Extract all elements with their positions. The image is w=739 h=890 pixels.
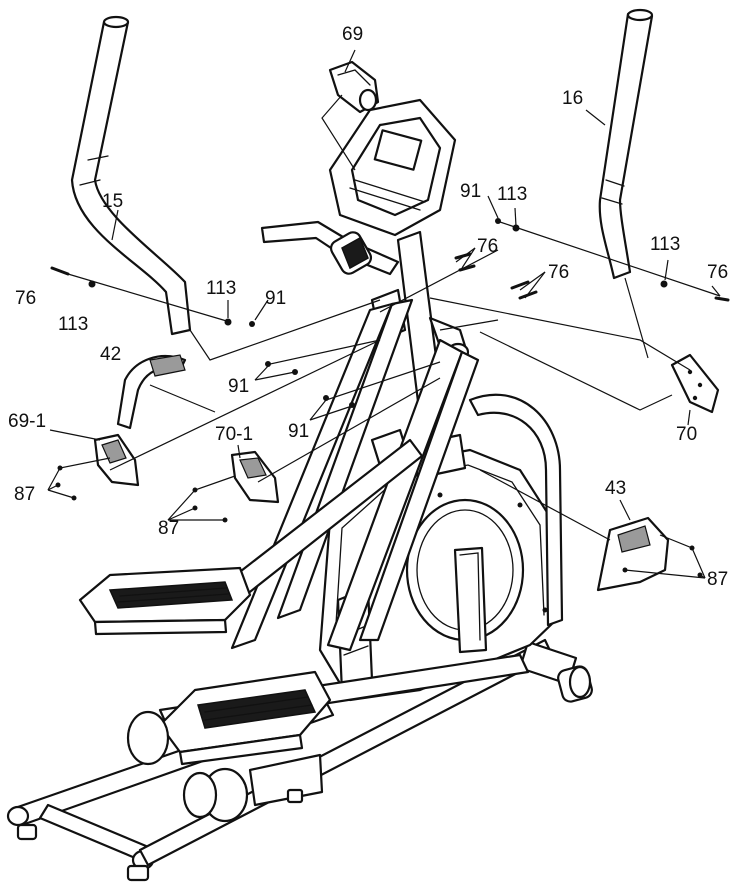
front-rollers bbox=[126, 710, 324, 823]
callout-91-left-mid: 91 bbox=[228, 376, 249, 397]
callout-91-left-top: 91 bbox=[265, 288, 286, 309]
callout-70-1: 70-1 bbox=[215, 424, 253, 445]
callout-76-center-lower: 76 bbox=[548, 262, 569, 283]
callout-69: 69 bbox=[342, 24, 363, 45]
callout-87-left: 87 bbox=[14, 484, 35, 505]
leader-lines bbox=[47, 49, 721, 579]
pedal-left bbox=[78, 566, 252, 636]
part-70-1-cover bbox=[230, 450, 280, 504]
part-16-handlebar bbox=[598, 8, 654, 280]
callout-113-right-mid: 113 bbox=[650, 234, 680, 255]
part-69-bracket bbox=[328, 60, 380, 114]
callout-70: 70 bbox=[676, 424, 697, 445]
callout-15: 15 bbox=[102, 191, 123, 212]
callout-113-right-top: 113 bbox=[497, 184, 527, 205]
callout-labels: 69 16 15 91 113 113 76 76 76 76 113 113 … bbox=[8, 24, 728, 590]
rear-stabilizer bbox=[518, 640, 593, 703]
callout-42: 42 bbox=[100, 344, 121, 365]
callout-43: 43 bbox=[605, 478, 626, 499]
callout-16: 16 bbox=[562, 88, 583, 109]
pedal-right bbox=[158, 670, 332, 766]
lower-arm-right bbox=[326, 338, 480, 652]
callout-113-left-a: 113 bbox=[58, 314, 88, 335]
part-69-1-cover bbox=[93, 433, 140, 487]
callout-91-right: 91 bbox=[460, 181, 481, 202]
callout-91-left-low: 91 bbox=[288, 421, 309, 442]
callout-87-right: 87 bbox=[707, 569, 728, 590]
callout-76-center-upper: 76 bbox=[477, 236, 498, 257]
part-70-cover bbox=[670, 353, 720, 414]
part-43-cover bbox=[596, 516, 670, 592]
stationary-grips bbox=[260, 220, 400, 276]
callout-69-1: 69-1 bbox=[8, 411, 46, 432]
console bbox=[328, 98, 457, 237]
callout-87-center: 87 bbox=[158, 518, 179, 539]
part-42-cover bbox=[116, 354, 187, 430]
base-rail-front bbox=[16, 803, 155, 882]
callout-76-right-end: 76 bbox=[707, 262, 728, 283]
callout-113-left-b: 113 bbox=[206, 278, 236, 299]
callout-76-left: 76 bbox=[15, 288, 36, 309]
rear-upright-arch bbox=[468, 393, 564, 627]
